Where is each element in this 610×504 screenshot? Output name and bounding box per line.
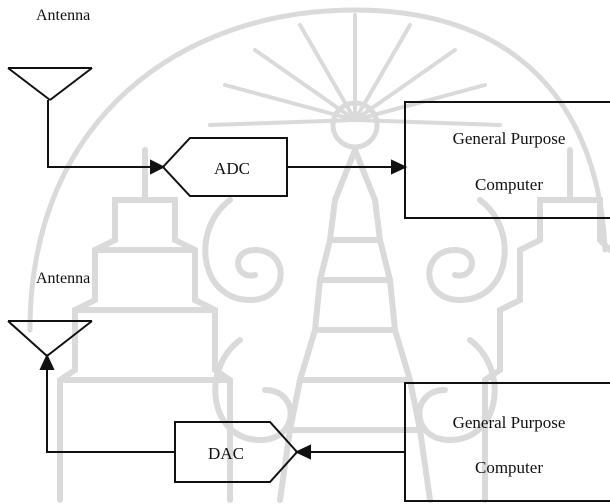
right-pagoda-watermark bbox=[482, 147, 610, 503]
antenna-icon bbox=[7, 67, 93, 101]
arrowhead-into-dac bbox=[294, 444, 311, 460]
ornament-swirl-left-watermark bbox=[202, 197, 284, 304]
arrowhead-into-adc bbox=[150, 159, 166, 175]
computer-box-bottom bbox=[404, 382, 610, 502]
computer-bottom-line2: Computer bbox=[475, 458, 543, 477]
receive-chain bbox=[7, 67, 610, 219]
dac-block bbox=[174, 421, 299, 483]
antenna-label-bottom: Antenna bbox=[36, 270, 90, 287]
antenna-label-top: Antenna bbox=[36, 7, 90, 24]
computer-top-line1: General Purpose bbox=[453, 129, 566, 148]
university-seal-watermark bbox=[27, 7, 610, 503]
ornament-swirl-lower-left-watermark bbox=[212, 337, 294, 444]
left-pagoda-watermark bbox=[57, 147, 233, 503]
antenna-to-adc-wire bbox=[47, 100, 163, 168]
computer-bottom-line1: General Purpose bbox=[453, 413, 566, 432]
arrowhead-into-antenna bbox=[39, 353, 55, 370]
adc-label: ADC bbox=[214, 159, 250, 178]
antenna-icon bbox=[7, 320, 93, 357]
ornament-swirl-lower-right-watermark bbox=[416, 337, 498, 444]
adc-block bbox=[161, 137, 288, 197]
computer-box-top bbox=[404, 101, 610, 219]
spire-watermark bbox=[277, 147, 433, 503]
seal-outer-ring-watermark bbox=[27, 7, 608, 333]
sun-rays-watermark bbox=[208, 13, 502, 127]
ornament-swirl-right-watermark bbox=[426, 197, 508, 304]
dac-label: DAC bbox=[208, 444, 244, 463]
dac-to-antenna-wire bbox=[46, 356, 175, 453]
computer-top-line2: Computer bbox=[475, 175, 543, 194]
transmit-chain bbox=[7, 320, 610, 502]
arrowhead-into-computer bbox=[391, 159, 408, 175]
